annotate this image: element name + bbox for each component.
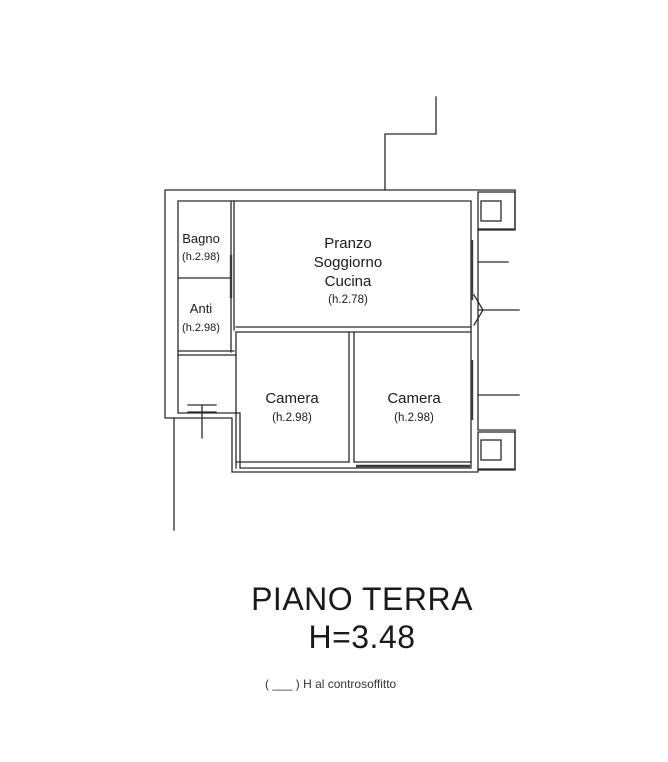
room-bagno-name: Bagno	[182, 231, 220, 246]
pillar-top	[480, 200, 502, 222]
legend-blank: ___	[272, 677, 293, 691]
pillar-bottom	[480, 439, 502, 461]
room-camera-right-height: (h.2.98)	[394, 412, 434, 424]
legend-text: H al controsoffitto	[303, 677, 397, 691]
entrance	[187, 404, 217, 439]
legend-close: )	[295, 677, 300, 691]
floor-title: PIANO TERRA	[251, 581, 473, 617]
room-living-line1: Pranzo	[324, 235, 372, 252]
outer-wall	[164, 189, 516, 473]
room-camera-left-name: Camera	[265, 390, 319, 407]
room-camera-right-name: Camera	[387, 390, 441, 407]
room-living-height: (h.2.78)	[328, 294, 368, 306]
room-living-line3: Cucina	[325, 273, 372, 290]
inner-wall	[177, 200, 472, 469]
legend-open: (	[265, 677, 269, 691]
property-boundary	[384, 96, 437, 191]
legend: ( ___ ) H al controsoffitto	[265, 677, 396, 691]
room-anti-name: Anti	[190, 301, 213, 316]
floor-height: H=3.48	[308, 619, 416, 655]
room-camera-left-height: (h.2.98)	[272, 412, 312, 424]
room-living-line2: Soggiorno	[314, 254, 382, 271]
room-anti-height: (h.2.98)	[182, 322, 220, 334]
room-bagno-height: (h.2.98)	[182, 251, 220, 263]
